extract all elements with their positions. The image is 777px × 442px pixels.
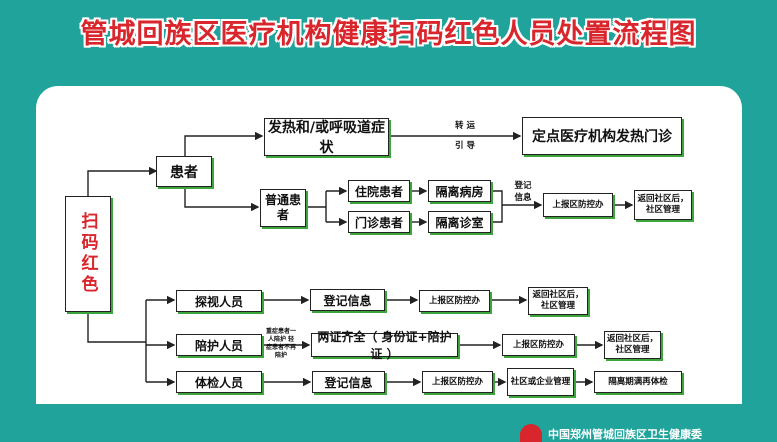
exam-community-node: 社区或企业管理 [507, 368, 574, 396]
hospital-logo-icon [520, 424, 542, 442]
footer-band [0, 404, 777, 442]
visitor-register-node: 登记信息 [310, 289, 385, 311]
exam-register-node: 登记信息 [312, 371, 385, 393]
transfer-label-top: 转 运 [455, 121, 475, 131]
transfer-label-bottom: 引 导 [455, 141, 475, 151]
escort-return-node: 返回社区后，社区管理 [604, 331, 661, 359]
fever-symptom-node: 发热和/或呼吸道症状 [264, 118, 389, 156]
exam-quarantine-node: 隔离期满再体检 [594, 371, 682, 393]
return-community-node-patient: 返回社区后，社区管理 [634, 190, 692, 220]
visitor-report-node: 上报区防控办 [419, 290, 490, 312]
register-label-top: 登记 [514, 181, 532, 191]
report-node-patient: 上报区防控办 [543, 193, 613, 217]
isolation-ward-node: 隔离病房 [428, 180, 491, 202]
visitor-node: 探视人员 [176, 290, 262, 312]
general-patient-node: 普通患者 [260, 189, 306, 227]
page-title: 管城回族区医疗机构健康扫码红色人员处置流程图 [80, 19, 697, 50]
inpatient-node: 住院患者 [348, 180, 410, 202]
patient-node: 患者 [156, 156, 212, 187]
exam-report-node: 上报区防控办 [422, 371, 493, 393]
footer-text: 中国郑州管城回族区卫生健康委 [548, 428, 702, 441]
escort-note: 重症患者一人陪护 轻症患者不再陪护 [266, 328, 297, 359]
outpatient-node: 门诊患者 [348, 211, 410, 233]
isolation-clinic-node: 隔离诊室 [428, 211, 491, 233]
escort-node: 陪护人员 [176, 334, 262, 356]
escort-documents-node: 两证齐全（ 身份证+陪护证 ） [311, 330, 458, 361]
register-label-bottom: 信息 [514, 193, 532, 203]
visitor-return-node: 返回社区后，社区管理 [528, 287, 588, 315]
escort-report-node: 上报区防控办 [502, 334, 575, 356]
exam-node: 体检人员 [176, 371, 262, 393]
fever-clinic-node: 定点医疗机构发热门诊 [522, 117, 682, 155]
root-node-red-code: 扫码红色 [65, 196, 111, 312]
root-label: 扫码红色 [77, 212, 98, 296]
